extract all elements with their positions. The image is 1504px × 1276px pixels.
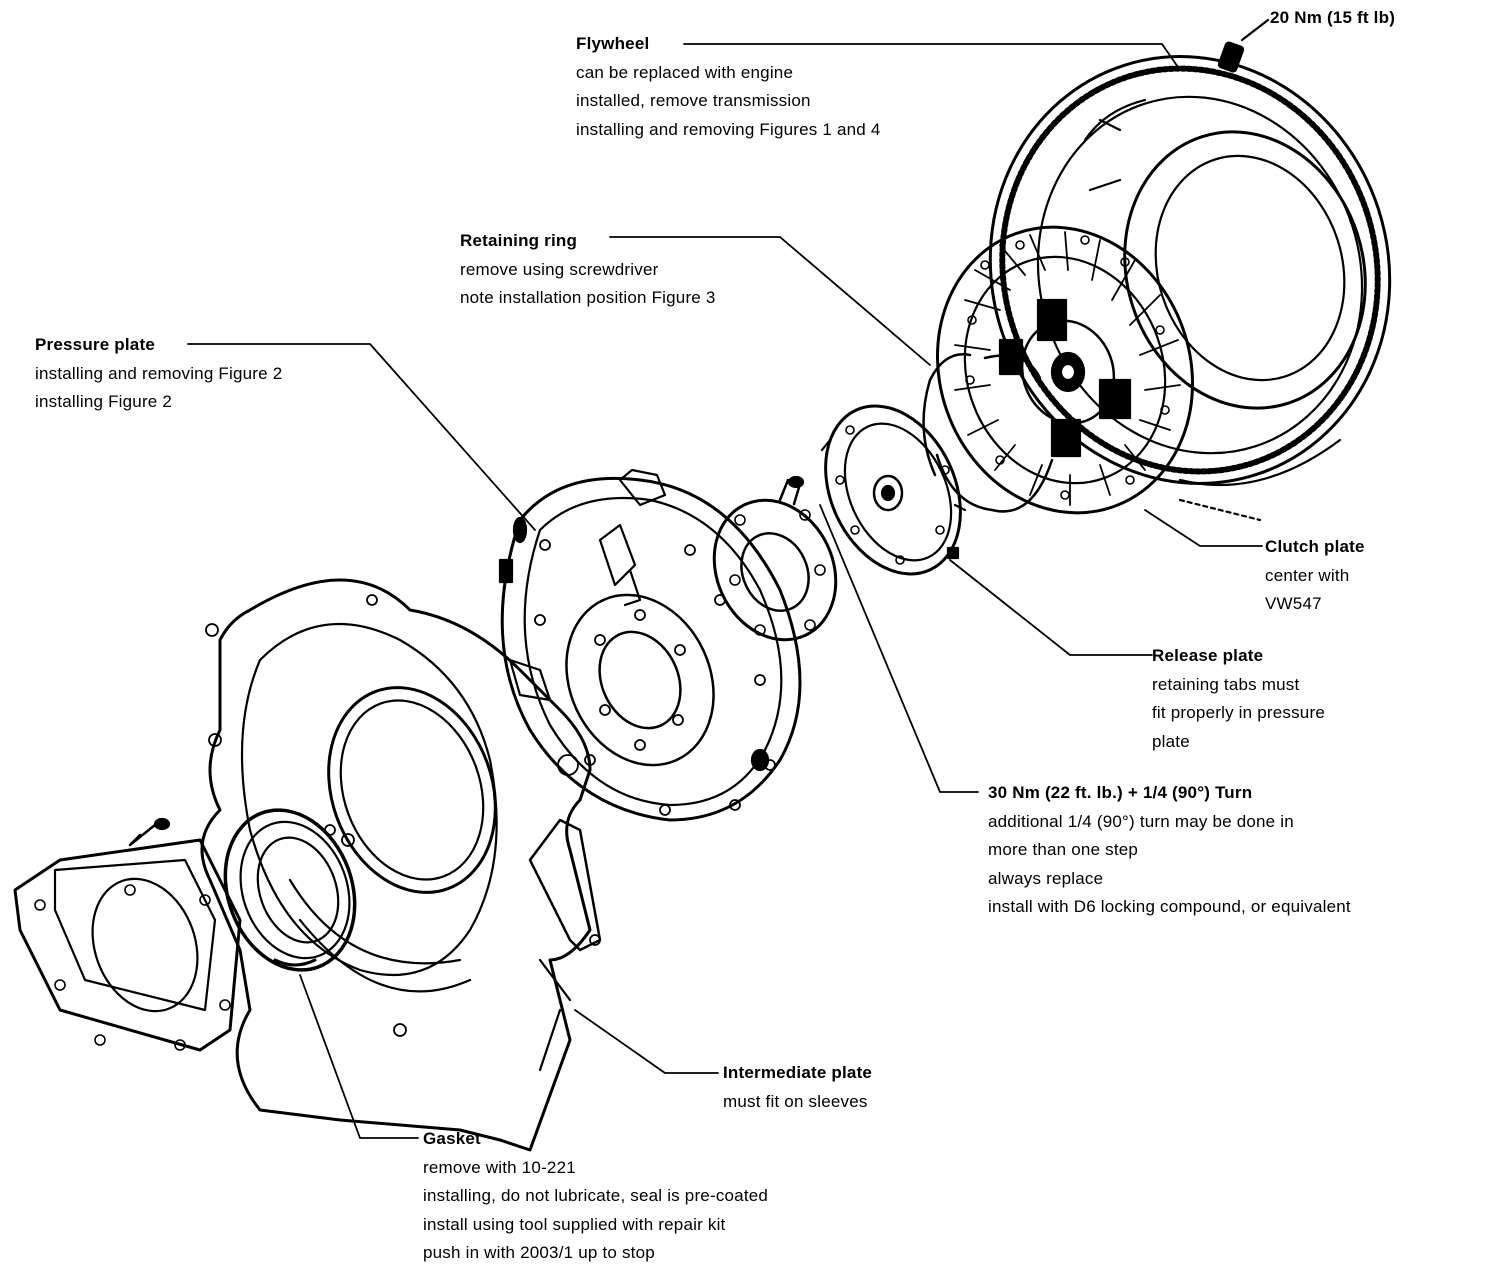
bolt-torque-line: more than one step — [988, 840, 1139, 859]
bolt-torque-callout: 30 Nm (22 ft. lb.) + 1/4 (90°) Turn addi… — [988, 779, 1351, 922]
pressure-plate-callout: Pressure plate installing and removing F… — [35, 331, 282, 417]
center-plate — [712, 475, 838, 642]
retaining-ring-line: note installation position Figure 3 — [460, 288, 716, 307]
gasket-line: remove with 10-221 — [423, 1157, 576, 1177]
gasket — [223, 808, 357, 972]
clutch-plate-line: VW547 — [1265, 594, 1322, 613]
clutch-plate-line: center with — [1265, 565, 1350, 585]
flywheel-callout: Flywheel can be replaced with engine ins… — [576, 30, 881, 144]
intermediate-plate — [200, 578, 602, 1152]
flywheel-bolt — [1217, 18, 1270, 73]
pressure-plate-line: installing Figure 2 — [35, 392, 173, 411]
release-plate-line: plate — [1152, 731, 1190, 751]
pressure-plate — [498, 468, 802, 822]
flywheel-line: installing and removing Figures 1 and 4 — [576, 119, 881, 139]
pressure-plate-title: Pressure plate — [35, 335, 155, 354]
torque-top-text: 20 Nm (15 ft lb) — [1270, 8, 1396, 27]
clutch-plate-title: Clutch plate — [1265, 537, 1365, 556]
gasket-line: install using tool supplied with repair … — [423, 1214, 726, 1234]
gasket-title: Gasket — [423, 1129, 481, 1148]
release-plate-callout: Release plate retaining tabs must fit pr… — [1152, 642, 1325, 756]
intermediate-plate-title: Intermediate plate — [723, 1063, 873, 1082]
bolt-torque-title: 30 Nm (22 ft. lb.) + 1/4 (90°) Turn — [988, 783, 1253, 802]
release-plate-line: fit properly in pressure — [1152, 703, 1325, 722]
flywheel — [988, 55, 1392, 522]
clutch-plate-callout: Clutch plate center with VW547 — [1265, 533, 1365, 619]
gasket-line: push in with 2003/1 up to stop — [423, 1243, 655, 1262]
gasket-callout: Gasket remove with 10-221 installing, do… — [423, 1125, 768, 1268]
bolt-torque-line: additional 1/4 (90°) turn may be done in — [988, 811, 1294, 831]
release-plate — [820, 404, 967, 576]
release-plate-title: Release plate — [1152, 646, 1264, 665]
intermediate-plate-callout: Intermediate plate must fit on sleeves — [723, 1059, 872, 1116]
pressure-plate-line: installing and removing Figure 2 — [35, 363, 283, 383]
retaining-ring-title: Retaining ring — [460, 231, 578, 250]
retaining-ring-callout: Retaining ring remove using screwdriver … — [460, 227, 716, 313]
leader-lines — [187, 43, 1263, 1139]
flywheel-title: Flywheel — [576, 34, 650, 53]
release-plate-line: retaining tabs must — [1152, 674, 1300, 694]
bolt-torque-line: install with D6 locking compound, or equ… — [988, 897, 1351, 916]
bolt-torque-line: always replace — [988, 868, 1104, 888]
retaining-ring-line: remove using screwdriver — [460, 259, 659, 279]
intermediate-plate-line: must fit on sleeves — [723, 1091, 868, 1111]
seal-flange — [13, 817, 242, 1052]
torque-top-label: 20 Nm (15 ft lb) — [1270, 4, 1395, 33]
gasket-line: installing, do not lubricate, seal is pr… — [423, 1186, 769, 1205]
clutch-plate — [935, 225, 1195, 515]
flywheel-line: installed, remove transmission — [576, 91, 811, 110]
flywheel-line: can be replaced with engine — [576, 62, 794, 82]
